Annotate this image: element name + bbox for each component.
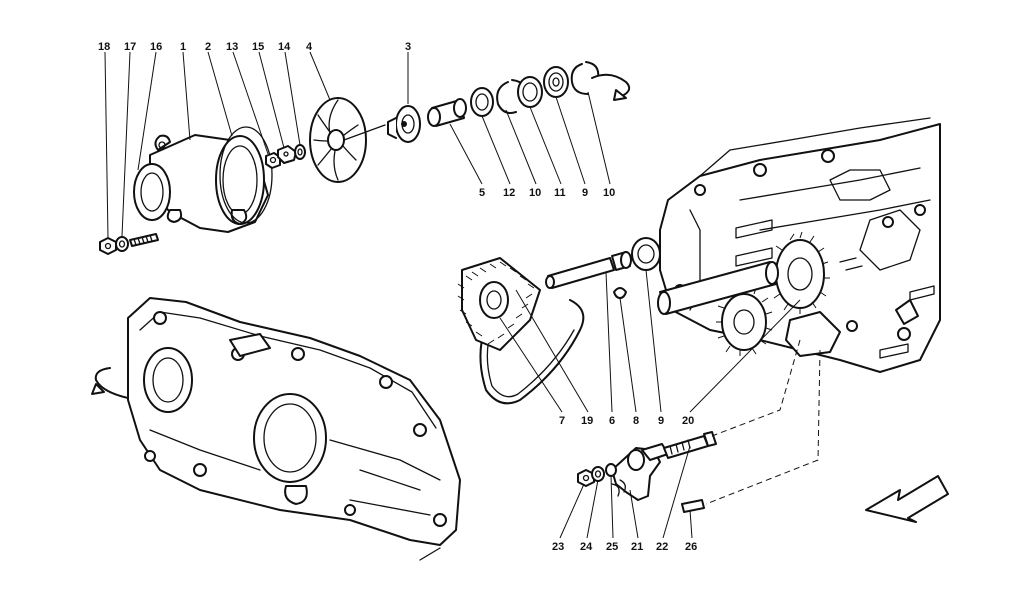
camshaft-gear [770, 231, 830, 314]
callout-4: 4 [306, 41, 313, 53]
callout-22: 22 [656, 541, 668, 553]
washer-25 [605, 463, 617, 477]
seal-assembly [387, 105, 421, 143]
callout-labels: 18 17 16 1 2 13 15 14 4 3 5 12 10 11 9 1… [98, 41, 697, 553]
stud-26 [681, 499, 705, 513]
rotation-arrow-icon [91, 367, 129, 399]
stud-16 [129, 233, 159, 247]
callout-1: 1 [180, 41, 186, 53]
tensioner-bolt [663, 431, 717, 459]
callout-20: 20 [682, 415, 694, 427]
pump-shaft [545, 251, 632, 289]
callout-25: 25 [606, 541, 618, 553]
callout-9-b: 9 [658, 415, 664, 427]
callout-8: 8 [633, 415, 639, 427]
callout-17: 17 [124, 41, 136, 53]
impeller [309, 97, 386, 183]
housing-gasket [219, 126, 273, 224]
bearing-9-b [631, 237, 661, 271]
timing-pulley [457, 257, 541, 351]
nut-13 [265, 152, 281, 169]
callout-12: 12 [503, 187, 515, 199]
callout-3: 3 [405, 41, 411, 53]
callout-15: 15 [252, 41, 264, 53]
callout-10-b: 10 [603, 187, 615, 199]
tensioner-arm [611, 443, 669, 501]
pump-housing [133, 134, 269, 233]
callout-14: 14 [278, 41, 291, 53]
direction-arrow-icon [865, 475, 949, 523]
callout-16: 16 [150, 41, 162, 53]
rotation-arrow-icon [591, 73, 631, 101]
callout-9-a: 9 [582, 187, 588, 199]
leader-lines [104, 51, 801, 539]
nut-18 [99, 237, 117, 255]
washer-17 [115, 236, 129, 252]
callout-23: 23 [552, 541, 564, 553]
callout-13: 13 [226, 41, 238, 53]
nut-23 [577, 469, 595, 487]
washer-14 [294, 144, 306, 160]
washer-15 [277, 145, 297, 164]
callout-10-a: 10 [529, 187, 541, 199]
gear-shaft [657, 257, 863, 315]
callout-18: 18 [98, 41, 110, 53]
drive-gear [716, 285, 773, 356]
ring-12 [470, 87, 494, 117]
key-8 [613, 287, 627, 299]
washer-24 [591, 466, 605, 482]
callout-6: 6 [609, 415, 615, 427]
alignment-lines [705, 339, 821, 505]
bearing-9-a [543, 66, 569, 98]
bearing-11 [517, 76, 543, 108]
bushing [427, 98, 467, 127]
callout-26: 26 [685, 541, 697, 553]
callout-5: 5 [479, 187, 485, 199]
callout-11: 11 [554, 187, 566, 199]
callout-21: 21 [631, 541, 643, 553]
callout-2: 2 [205, 41, 211, 53]
callout-19: 19 [581, 415, 593, 427]
timing-cover [127, 297, 461, 561]
callout-7: 7 [559, 415, 565, 427]
callout-24: 24 [580, 541, 593, 553]
